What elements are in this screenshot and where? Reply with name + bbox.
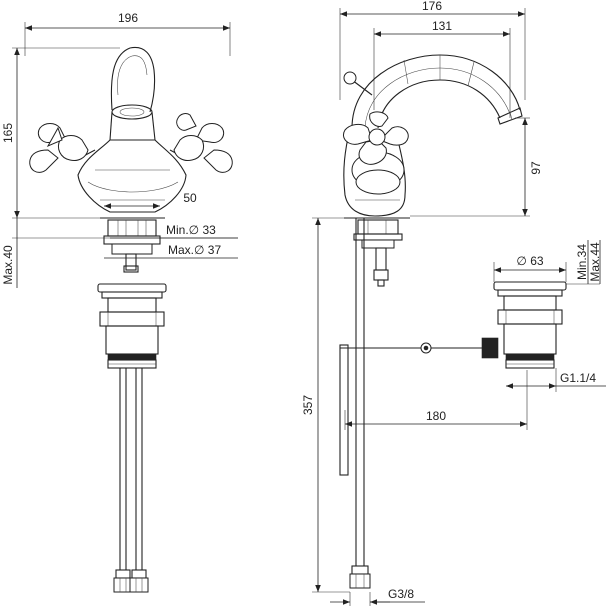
side-width-label: 176	[422, 0, 442, 13]
min-hole-label: Min.∅ 33	[166, 223, 216, 237]
dim-max-hole: Max.∅ 37	[104, 243, 238, 259]
front-hoses	[113, 368, 149, 593]
front-width-label: 196	[118, 11, 138, 25]
front-spout	[109, 46, 156, 141]
side-handle	[343, 111, 409, 165]
front-height-label: 165	[1, 123, 15, 143]
front-mount	[103, 219, 161, 273]
front-right-handle	[169, 113, 233, 173]
spout-reach-label: 131	[432, 19, 452, 33]
dim-max-deck: Max.40	[1, 218, 110, 288]
side-waste	[493, 281, 567, 369]
dim-min-hole: Min.∅ 33	[110, 223, 238, 239]
waste-dia-label: ∅ 63	[516, 254, 543, 268]
dim-handle-spacing: 50	[104, 191, 197, 209]
dim-side-width: 176	[339, 0, 526, 100]
side-hose	[349, 218, 371, 589]
front-body	[77, 139, 187, 213]
waste-max-label: Max.44	[588, 242, 602, 282]
side-view: 176 131	[301, 0, 606, 606]
waste-thread-label: G1.1/4	[560, 371, 596, 385]
dim-spout-height: 97	[410, 117, 543, 217]
handle-spacing-label: 50	[183, 191, 197, 205]
dim-total-length: 357	[301, 217, 350, 593]
hose-thread-label: G3/8	[388, 587, 414, 601]
waste-min-label: Min.34	[575, 244, 589, 280]
total-length-label: 357	[301, 395, 315, 415]
side-popup-rod	[339, 337, 499, 476]
rod-length-label: 180	[426, 409, 446, 423]
max-hole-label: Max.∅ 37	[168, 243, 221, 257]
dim-waste-dia: ∅ 63	[493, 254, 567, 282]
dim-rod-length: 180	[344, 370, 528, 430]
front-waste	[97, 283, 167, 369]
spout-height-label: 97	[529, 161, 543, 175]
dim-front-width: 196	[24, 11, 231, 56]
dim-spout-reach: 131	[373, 19, 511, 118]
dim-front-height: 165	[1, 47, 120, 219]
dim-hose-thread: G3/8	[330, 587, 425, 606]
max-deck-label: Max.40	[1, 245, 15, 285]
front-view: 196 165 Max.40	[1, 11, 238, 593]
dim-waste-thread: G1.1/4	[506, 368, 606, 392]
side-spout	[343, 54, 523, 129]
front-left-handle	[29, 123, 96, 173]
side-mount	[344, 217, 410, 287]
dim-waste-deck: Min.34 Max.44	[566, 240, 602, 285]
